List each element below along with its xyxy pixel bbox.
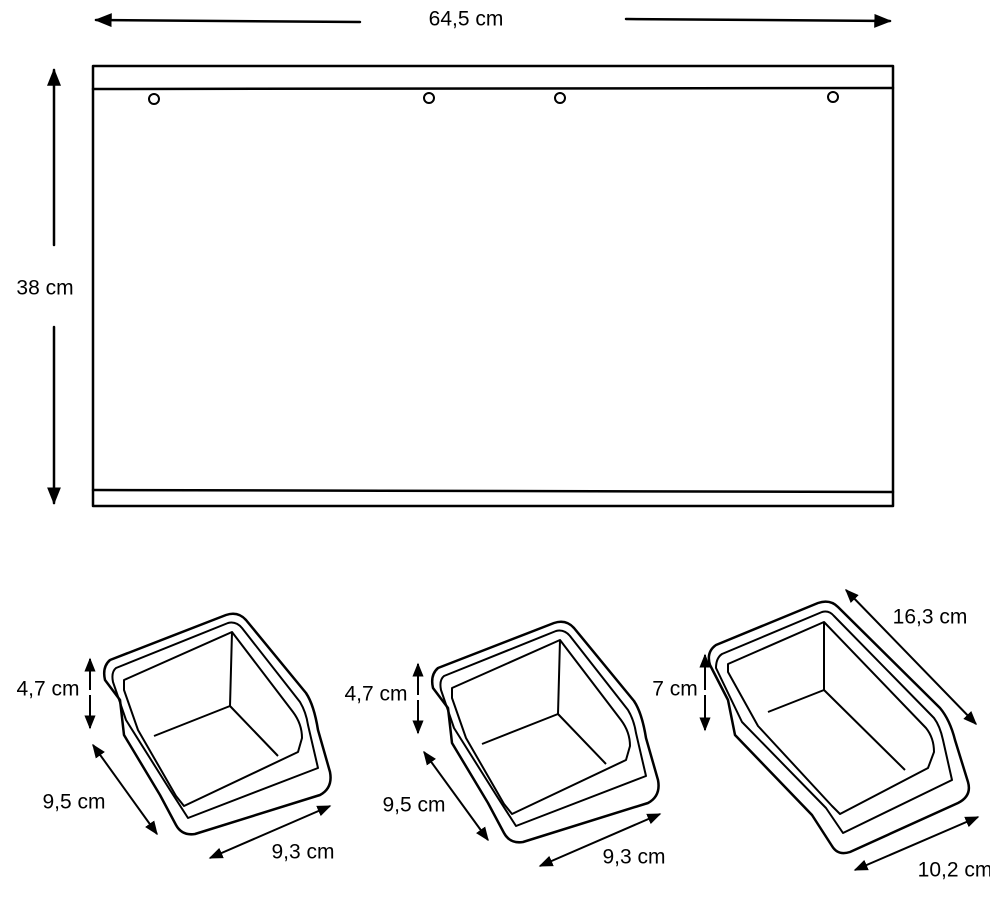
bin1-width-arrow xyxy=(208,805,332,859)
wall-board xyxy=(91,64,895,508)
bin1-depth-label: 9,5 cm xyxy=(42,791,105,814)
board-top-rail xyxy=(91,86,895,91)
bin1-depth-arrow xyxy=(92,743,158,836)
width-arrow-right xyxy=(624,13,892,28)
board-bottom-rail xyxy=(91,488,895,494)
bin3-height-label: 7 cm xyxy=(652,678,698,701)
mounting-hole xyxy=(423,92,435,104)
board-outline xyxy=(91,64,895,508)
bin2-depth-arrow xyxy=(423,750,489,842)
width-arrow-left xyxy=(94,13,362,28)
bin2-width-label: 9,3 cm xyxy=(602,846,665,869)
bin1-width-label: 9,3 cm xyxy=(271,841,334,864)
mounting-hole xyxy=(827,91,839,103)
bin3-width-arrow xyxy=(853,816,980,871)
bin3-depth-label: 16,3 cm xyxy=(893,606,968,629)
small-bin-2 xyxy=(430,620,660,844)
bin2-width-arrow xyxy=(538,813,662,867)
small-bin-1 xyxy=(102,612,332,836)
bin3-depth-arrow xyxy=(845,588,977,726)
board-width-label: 64,5 cm xyxy=(429,8,504,31)
mounting-hole xyxy=(554,92,566,104)
bin1-height-label: 4,7 cm xyxy=(16,678,79,701)
bin2-height-label: 4,7 cm xyxy=(344,683,407,706)
large-bin xyxy=(707,600,971,855)
bin2-depth-label: 9,5 cm xyxy=(382,794,445,817)
bin3-width-label: 10,2 cm xyxy=(918,859,990,882)
board-height-label: 38 cm xyxy=(16,277,73,300)
mounting-hole xyxy=(148,93,160,105)
